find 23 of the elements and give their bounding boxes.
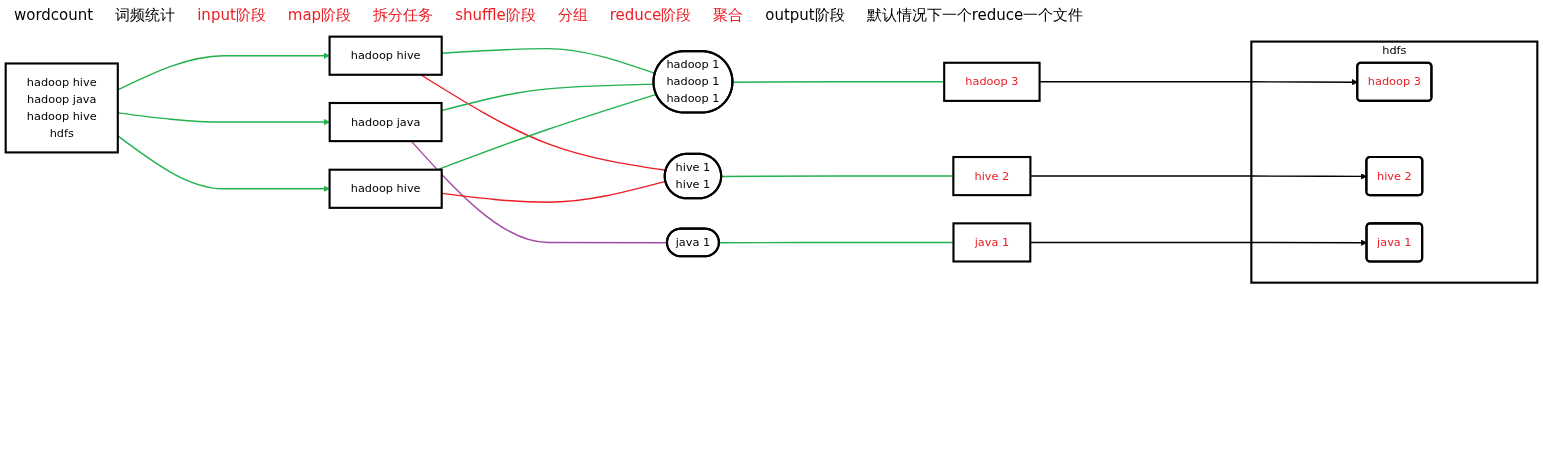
connector [441,47,656,75]
node-box: hadoop hive [328,168,443,209]
connector [732,81,945,83]
stage-label: 聚合 [713,6,744,25]
title-text: 词频统计 [115,6,176,25]
node-box: hadoop hive [328,35,443,76]
stage-label: 分组 [557,6,588,25]
node-box: hadoop 3 [943,61,1041,102]
stage-label: shuffle阶段 [455,6,536,25]
arrow [117,112,330,126]
stage-label: 拆分任务 [373,6,434,25]
stage-label: 默认情况下一个reduce一个文件 [866,6,1084,25]
stage-label: output阶段 [765,6,845,25]
node-box: hadoop hive hadoop java hadoop hive hdfs [4,62,119,154]
stage-label: map阶段 [287,6,352,25]
node-box: hadoop java [328,101,443,143]
node-box: java 1 [952,222,1032,263]
title-text: wordcount [14,6,94,25]
stage-label: reduce阶段 [609,6,692,25]
node-box: hive 2 [952,155,1032,197]
arrow [117,135,330,192]
stage-label: input阶段 [197,6,266,25]
arrow [117,52,330,91]
